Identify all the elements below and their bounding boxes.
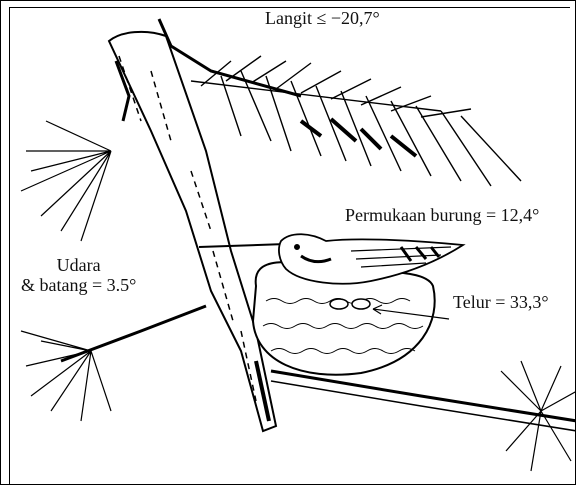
bird-surface-temperature-label: Permukaan burung = 12,4°: [343, 206, 541, 226]
pine-needles-top: [191, 56, 521, 186]
pine-needles-left: [21, 121, 111, 241]
egg-temperature-label: Telur = 33,3°: [451, 293, 551, 313]
sky-temperature-label: Langit ≤ −20,7°: [263, 9, 382, 29]
bird-eye: [295, 245, 300, 250]
air-label-line2: & batang = 3.5°: [21, 276, 136, 296]
egg-right: [352, 299, 370, 309]
air-and-trunk-temperature-label: Udara & batang = 3.5°: [21, 256, 136, 296]
pine-needles-lower-left: [21, 331, 111, 421]
tree-trunk: [109, 32, 276, 431]
egg-left: [330, 299, 348, 309]
air-label-line1: Udara: [21, 256, 136, 276]
branch-right: [271, 371, 576, 421]
